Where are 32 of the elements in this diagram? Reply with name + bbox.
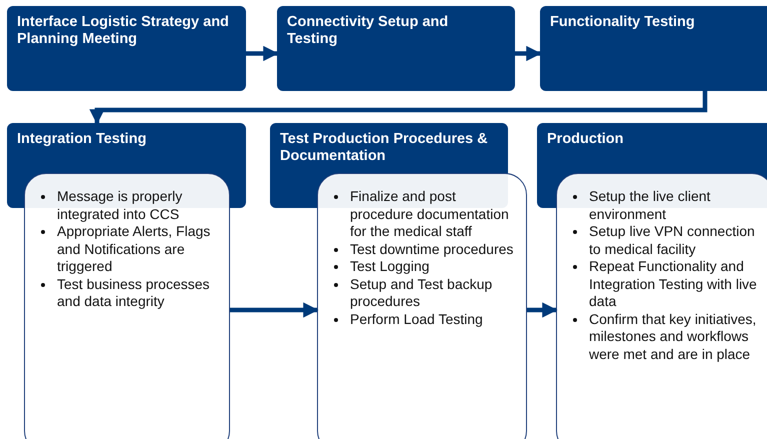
task-card xyxy=(317,173,527,439)
arrow xyxy=(89,91,708,125)
task-card xyxy=(556,173,767,439)
bullet-item: Setup and Test backup procedures xyxy=(350,276,494,310)
bullet-item: Test business processes and data integrity xyxy=(57,276,211,310)
bullet-item: Message is properly integrated into CCS xyxy=(57,188,184,223)
bullet-item: Test downtime procedures xyxy=(350,240,514,258)
stage-title: Integration Testing xyxy=(17,131,148,148)
bullet-item: Perform Load Testing xyxy=(350,310,483,328)
bullet-item: Setup the live client environment xyxy=(589,188,712,223)
task-card xyxy=(24,173,230,439)
arrow xyxy=(230,302,319,318)
bullet-item: Test Logging xyxy=(350,258,430,276)
bullet-item: Repeat Functionality and Integration Testing with live data xyxy=(589,258,758,310)
bullet-item: Appropriate Alerts, Flags and Notifications are triggered xyxy=(57,223,212,276)
arrow xyxy=(246,46,279,62)
stage-header-box xyxy=(537,123,767,173)
bullet-item: Finalize and post procedure documentation for the medical staff xyxy=(350,188,510,240)
arrow xyxy=(515,46,542,62)
stage-title: Interface Logistic Strategy and Planning Meeting xyxy=(17,14,230,48)
stage-header-box xyxy=(7,123,246,173)
stage-header-box xyxy=(270,123,508,173)
bullet-item: Setup live VPN connection to medical facility xyxy=(589,223,756,258)
arrow xyxy=(527,302,558,318)
stage-title: Test Production Procedures & Documentation xyxy=(280,131,489,165)
stage-header-box xyxy=(7,6,246,91)
stage-header-box xyxy=(277,6,515,91)
bullet-item: Confirm that key initiatives, milestones and workflows were met and are in place xyxy=(589,310,758,363)
stage-title: Connectivity Setup and Testing xyxy=(287,14,450,48)
stage-title: Functionality Testing xyxy=(550,14,696,31)
stage-header-box xyxy=(540,6,767,91)
stage-title: Production xyxy=(547,131,625,148)
